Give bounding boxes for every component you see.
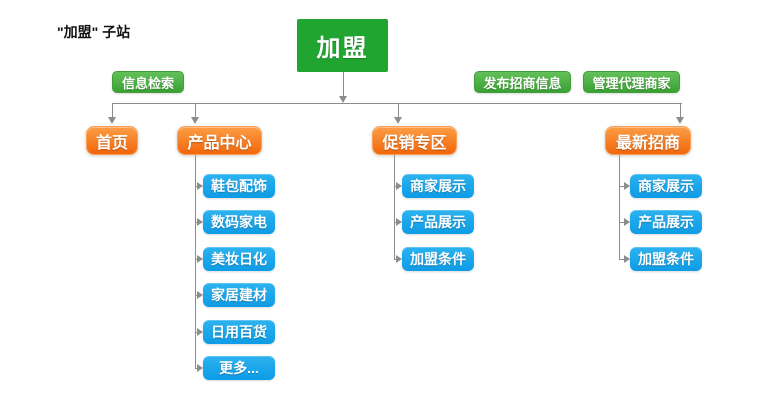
- arrow-down-icon: [676, 117, 684, 124]
- node-manage-agents: 管理代理商家: [583, 71, 680, 93]
- connector-branch: [195, 332, 198, 333]
- arrow-down-icon: [394, 117, 402, 124]
- connector-drop-home: [112, 103, 113, 117]
- arrow-right-icon: [197, 364, 203, 372]
- connector-branch: [619, 259, 625, 260]
- arrow-down-icon: [339, 96, 347, 103]
- branch-product-center: 产品中心: [177, 126, 262, 155]
- leaf-beauty-daily-chem: 美妆日化: [203, 247, 275, 271]
- connector-branch: [195, 259, 198, 260]
- connector-branch: [619, 186, 625, 187]
- connector-drop-products: [195, 103, 196, 117]
- branch-latest-investment: 最新招商: [605, 126, 691, 155]
- leaf-product-display-latest: 产品展示: [630, 210, 702, 234]
- connector-branch: [394, 259, 397, 260]
- connector-main-rail: [112, 103, 682, 104]
- leaf-shoes-bags-accessories: 鞋包配饰: [203, 174, 275, 198]
- connector-branch: [195, 186, 198, 187]
- connector-branch: [195, 368, 198, 369]
- arrow-down-icon: [191, 117, 199, 124]
- arrow-right-icon: [197, 255, 203, 263]
- connector-products-spine: [195, 155, 196, 368]
- leaf-digital-appliances: 数码家电: [203, 210, 275, 234]
- node-publish-merchant-info: 发布招商信息: [474, 71, 571, 93]
- branch-home: 首页: [86, 126, 138, 155]
- connector-branch: [394, 186, 397, 187]
- connector-root-drop: [343, 72, 344, 96]
- connector-branch: [394, 222, 397, 223]
- arrow-right-icon: [197, 328, 203, 336]
- arrow-right-icon: [396, 182, 402, 190]
- leaf-merchant-display-promo: 商家展示: [402, 174, 474, 198]
- connector-drop-promo: [398, 103, 399, 117]
- node-info-search: 信息检索: [112, 71, 184, 93]
- connector-branch: [619, 222, 625, 223]
- leaf-daily-goods: 日用百货: [203, 320, 275, 344]
- arrow-right-icon: [624, 255, 630, 263]
- arrow-right-icon: [197, 182, 203, 190]
- branch-promo-zone: 促销专区: [372, 126, 457, 155]
- arrow-right-icon: [396, 218, 402, 226]
- arrow-right-icon: [624, 182, 630, 190]
- leaf-home-building-materials: 家居建材: [203, 283, 275, 307]
- connector-branch: [195, 222, 198, 223]
- leaf-product-display-promo: 产品展示: [402, 210, 474, 234]
- connector-latest-spine: [619, 155, 620, 259]
- site-caption: "加盟" 子站: [57, 24, 131, 40]
- connector-drop-latest: [680, 103, 681, 117]
- root-node-join: 加盟: [297, 19, 388, 72]
- leaf-join-conditions-promo: 加盟条件: [402, 247, 474, 271]
- arrow-down-icon: [108, 117, 116, 124]
- arrow-right-icon: [197, 218, 203, 226]
- leaf-more: 更多...: [203, 356, 275, 380]
- leaf-merchant-display-latest: 商家展示: [630, 174, 702, 198]
- connector-branch: [195, 295, 198, 296]
- arrow-right-icon: [197, 291, 203, 299]
- arrow-right-icon: [396, 255, 402, 263]
- arrow-right-icon: [624, 218, 630, 226]
- leaf-join-conditions-latest: 加盟条件: [630, 247, 702, 271]
- connector-promo-spine: [394, 155, 395, 259]
